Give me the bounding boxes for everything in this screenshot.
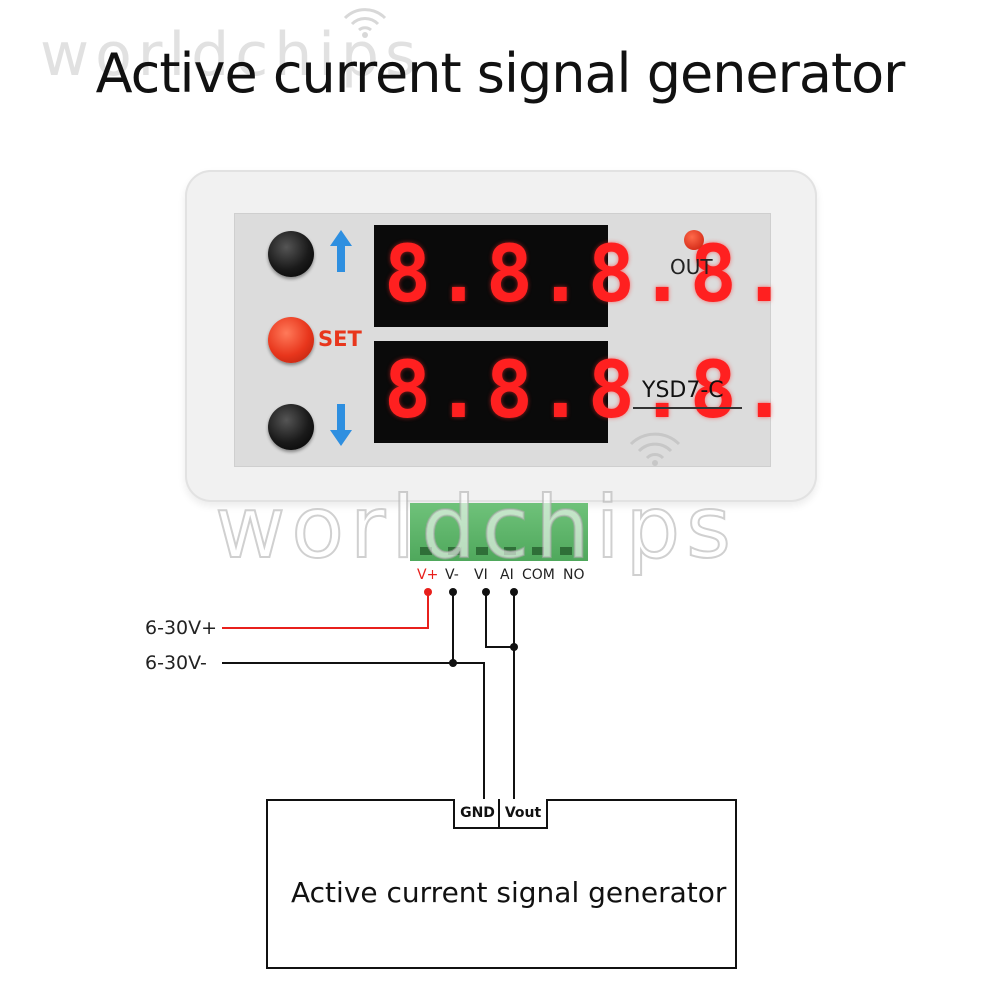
terminal-slot (560, 547, 572, 555)
positive-wire (222, 588, 432, 629)
positive-supply-label: 6-30V+ (145, 617, 218, 639)
wifi-icon (343, 8, 387, 38)
pin-label-com: COM (522, 567, 555, 583)
page-title: Active current signal generator (95, 42, 906, 105)
bottom-display: 8.8.8.8. (374, 341, 788, 443)
terminal-slot (420, 547, 432, 555)
negative-supply-label: 6-30V- (145, 652, 207, 674)
terminal-block (410, 503, 588, 561)
port-gnd: GND (453, 799, 502, 829)
pin-label-vminus: V- (445, 567, 459, 583)
top-display-digits: 8.8.8.8. (384, 230, 792, 320)
device-label: Active current signal generator (291, 876, 727, 909)
out-label: OUT (670, 255, 713, 279)
terminal-slot (504, 547, 516, 555)
down-arrow-icon (330, 404, 352, 446)
negative-wire (222, 588, 485, 800)
down-button[interactable] (268, 404, 314, 450)
signal-wire (482, 588, 518, 800)
out-led (684, 230, 704, 250)
pin-label-no: NO (563, 567, 585, 583)
terminal-slot (532, 547, 544, 555)
set-label: SET (318, 327, 362, 351)
model-underline (633, 407, 742, 409)
terminal-slot (448, 547, 460, 555)
set-button[interactable] (268, 317, 314, 363)
up-arrow-icon (330, 230, 352, 272)
model-label: YSD7-C (642, 378, 724, 403)
watermark-top: worldchips (40, 20, 423, 90)
bottom-display-digits: 8.8.8.8. (384, 346, 792, 436)
up-button[interactable] (268, 231, 314, 277)
wifi-icon (629, 432, 681, 466)
top-display: 8.8.8.8. (374, 225, 788, 327)
pin-label-vi: VI (474, 567, 488, 583)
pin-label-ai: AI (500, 567, 514, 583)
pin-label-vplus: V+ (417, 567, 439, 583)
port-vout: Vout (498, 799, 548, 829)
watermark-center: worldchips (214, 477, 737, 579)
terminal-slot (476, 547, 488, 555)
